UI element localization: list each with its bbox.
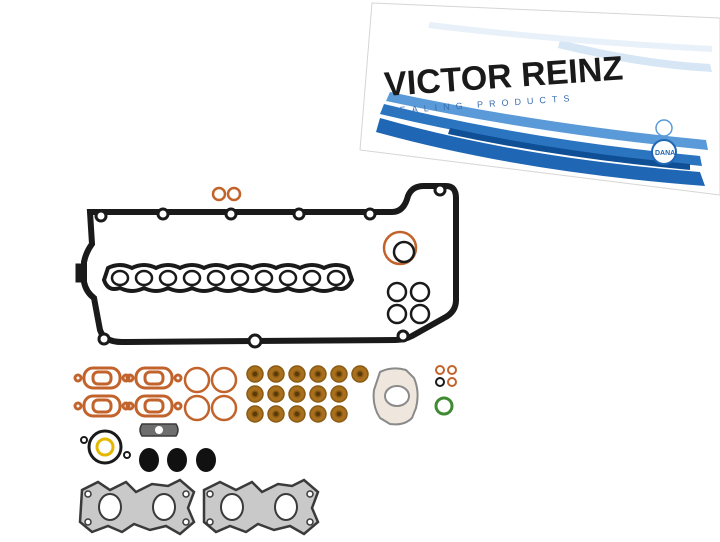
egr-gasket — [372, 367, 419, 426]
blue-swoosh-pattern — [376, 22, 712, 186]
svg-text:DANA: DANA — [655, 150, 675, 157]
small-washers-right — [434, 365, 457, 416]
o-ring-group-right — [382, 230, 431, 325]
product-box: VICTOR REINZ SEALING PRODUCTS DANA — [359, 2, 720, 196]
valve-cover-end-tab — [75, 263, 85, 283]
certification-icon — [655, 119, 673, 137]
rubber-plugs — [139, 448, 216, 472]
intake-port-gaskets — [73, 366, 183, 418]
spark-plug-seal-strip — [101, 263, 355, 293]
valve-cover-gasket — [75, 183, 459, 349]
valve-stem-seals — [246, 365, 369, 423]
valve-cover-bolt-tabs — [94, 183, 447, 349]
copper-o-rings-middle — [183, 366, 238, 422]
dana-logo: DANA — [651, 139, 677, 165]
exhaust-bolt-holes — [84, 490, 314, 526]
copper-washers-top — [211, 186, 242, 202]
spark-plug-holes — [110, 269, 346, 287]
exhaust-port-holes — [98, 493, 298, 521]
turbo-oil-gaskets — [80, 423, 179, 465]
